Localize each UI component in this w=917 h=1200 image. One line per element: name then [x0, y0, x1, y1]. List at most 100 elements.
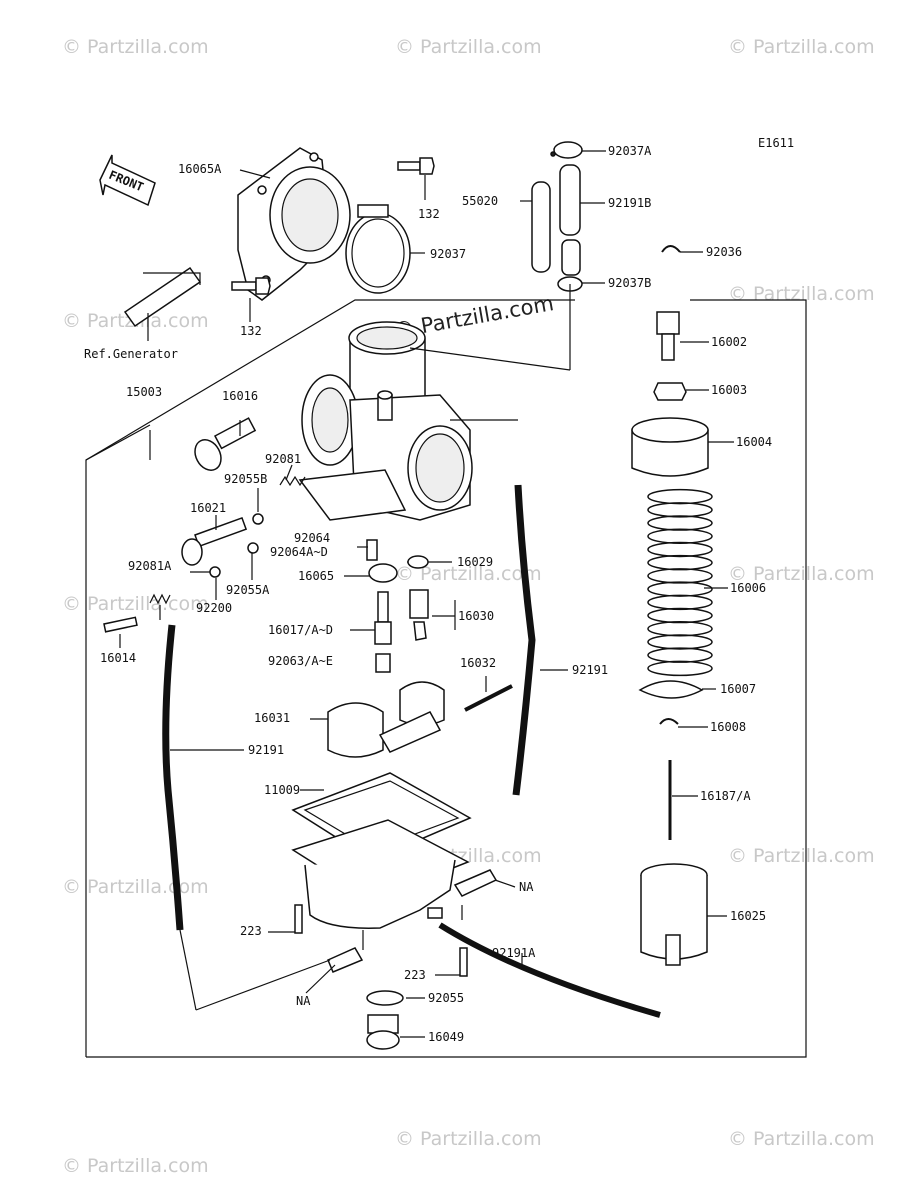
diagram-code: E1611	[758, 136, 794, 150]
part-label: 16029	[457, 555, 493, 569]
washer-part	[209, 566, 221, 578]
spring-coil	[647, 594, 713, 611]
watermark: © Partzilla.com	[62, 593, 209, 615]
float-valve-part	[409, 589, 429, 641]
part-label: 16065A	[178, 162, 222, 176]
part-label: 92037A	[608, 144, 652, 158]
part-label: 16003	[711, 383, 747, 397]
air-screw-part	[181, 516, 248, 566]
part-label: 92055	[428, 991, 464, 1005]
part-label: 92037	[430, 247, 466, 261]
part-label: 92191	[572, 663, 608, 677]
part-label: 92200	[196, 601, 232, 615]
assembly-outline	[85, 299, 807, 1058]
part-label: 16030	[458, 609, 494, 623]
watermark: © Partzilla.com	[728, 36, 875, 58]
spring-coil	[647, 541, 713, 558]
leader-lines	[85, 150, 734, 1038]
clip-part	[661, 245, 681, 253]
bolt-part	[397, 157, 435, 175]
spring-part	[647, 488, 713, 677]
watermark: © Partzilla.com	[395, 563, 542, 585]
part-label: 92191B	[608, 196, 651, 210]
oring-part	[366, 990, 404, 1006]
watermark: © Partzilla.com	[62, 1155, 209, 1177]
float-part	[327, 681, 445, 758]
spring-coil	[647, 647, 713, 663]
part-label: 16065	[298, 569, 334, 583]
intake-manifold-part	[237, 147, 351, 301]
drain-plug-part	[366, 1014, 400, 1050]
part-label: 92191	[248, 743, 284, 757]
watermark: © Partzilla.com	[728, 845, 875, 867]
throttle-stop-screw-part	[194, 417, 257, 471]
part-label: 92081	[265, 452, 301, 466]
watermark: © Partzilla.com	[62, 876, 209, 898]
part-labels: 16065A 132 92037 132 92037A 55020 92191B…	[84, 144, 772, 1044]
float-pin-part	[464, 684, 513, 712]
part-label: NA	[519, 880, 534, 894]
part-label: 92081A	[128, 559, 172, 573]
part-label: 11009	[264, 783, 300, 797]
adjuster-part	[656, 311, 680, 361]
part-label: 16002	[711, 335, 747, 349]
screw-part	[103, 616, 138, 633]
part-label: 92064A~D	[270, 545, 328, 559]
part-label: 16017/A~D	[268, 623, 333, 637]
clip-part	[659, 718, 679, 725]
spring-coil	[647, 528, 713, 544]
part-label: 16014	[100, 651, 136, 665]
front-arrow-icon: FRONT	[99, 154, 156, 207]
watermark: © Partzilla.com	[395, 36, 542, 58]
part-label: 16016	[222, 389, 258, 403]
needle-jet-part	[374, 591, 392, 673]
ref-generator-part	[123, 266, 202, 328]
part-label: 16004	[736, 435, 772, 449]
part-label: 16032	[460, 656, 496, 670]
oring-part	[247, 542, 259, 554]
float-bowl-part	[291, 819, 470, 929]
spring-coil	[647, 554, 713, 571]
spring-coil	[647, 488, 713, 505]
spring-coil	[647, 502, 713, 518]
part-label: 16006	[730, 581, 766, 595]
spring-part	[149, 593, 171, 605]
spring-part	[279, 475, 306, 487]
carburetor-body-part	[298, 321, 473, 521]
part-label: 55020	[462, 194, 498, 208]
part-label: 92037B	[608, 276, 651, 290]
jet-holder-part	[368, 563, 398, 583]
spring-coil	[647, 634, 713, 650]
part-label: 92036	[706, 245, 742, 259]
watermark: © Partzilla.com	[728, 1128, 875, 1150]
nut-part	[653, 382, 687, 401]
plate-part	[638, 680, 704, 699]
spring-coil	[647, 515, 713, 531]
bracket-part	[453, 869, 498, 897]
watermark: © Partzilla.com	[728, 283, 875, 305]
oring-part	[252, 513, 264, 525]
screw-part	[294, 904, 303, 934]
clamp-part	[345, 204, 411, 294]
spring-coil	[647, 660, 713, 677]
part-label: 16031	[254, 711, 290, 725]
part-label: 92191A	[492, 946, 536, 960]
spring-coil	[647, 621, 713, 637]
screw-part	[459, 947, 468, 977]
spring-coil	[647, 581, 713, 597]
watermark: © Partzilla.com	[728, 563, 875, 585]
part-label: 16187/A	[700, 789, 751, 803]
watermark: © Partzilla.com	[395, 1128, 542, 1150]
part-label: 16025	[730, 909, 766, 923]
part-label: 92063/A~E	[268, 654, 333, 668]
cap-part	[631, 417, 709, 477]
spring-coil	[647, 607, 713, 624]
part-label: 132	[418, 207, 440, 221]
part-label: 223	[404, 968, 426, 982]
part-label: 16007	[720, 682, 756, 696]
part-label: 92055A	[226, 583, 270, 597]
part-label: 223	[240, 924, 262, 938]
watermark: © Partzilla.com	[62, 36, 209, 58]
ref-note: Ref.Generator	[84, 347, 178, 361]
